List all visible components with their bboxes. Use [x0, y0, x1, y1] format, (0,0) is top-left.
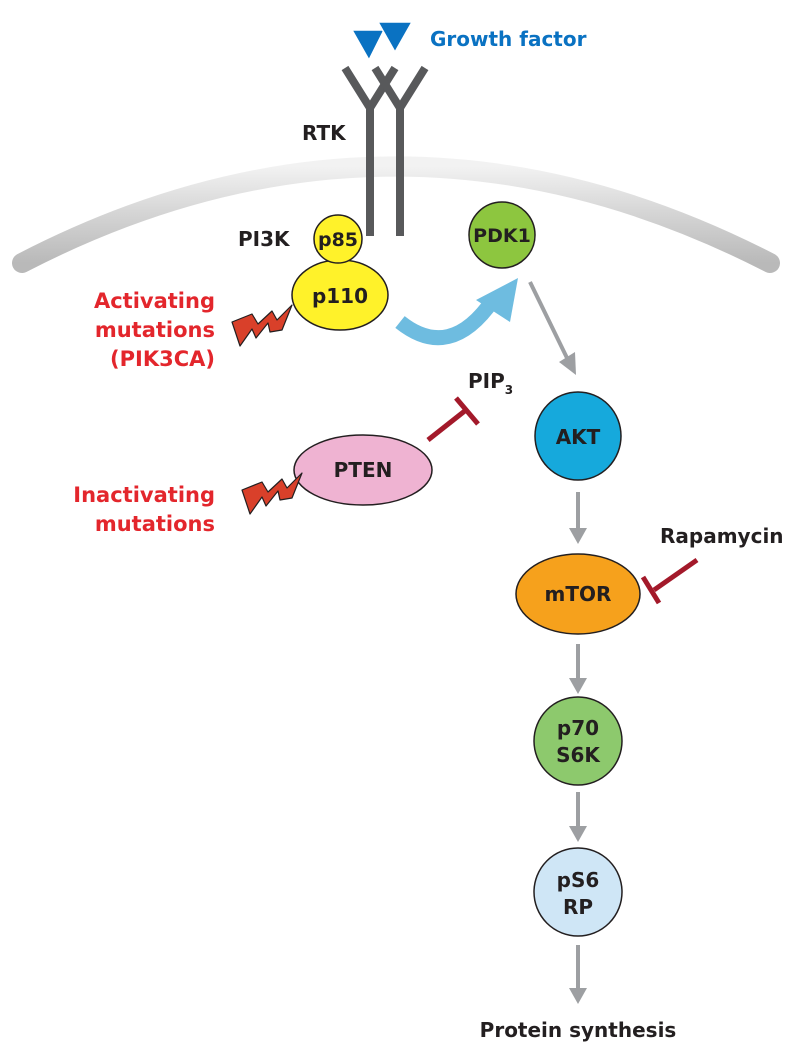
- curved-arrow-head: [476, 278, 518, 322]
- arrow-pdk1-to-akt: [528, 281, 570, 361]
- ps6-rp-label-line1: pS6: [557, 868, 600, 892]
- inhibit-rapamycin-to-mtor: [652, 557, 699, 593]
- arrow-ps6-to-protein-synthesis-head: [569, 988, 587, 1004]
- akt-node: [534, 391, 622, 481]
- p70-s6k-node: [533, 696, 623, 786]
- growth-factor-label: Growth factor: [430, 27, 587, 51]
- pi3k-label: PI3K: [238, 227, 291, 251]
- curved-arrow-p110-to-pdk1: [395, 295, 500, 346]
- lightning-bolt-icon: [241, 472, 303, 515]
- pdk1-label: PDK1: [473, 225, 531, 247]
- akt-label: AKT: [556, 425, 601, 449]
- pdk1-node: [468, 201, 536, 269]
- p85-label: p85: [318, 229, 358, 251]
- rtk-label: RTK: [302, 121, 347, 145]
- growth-factor-triangle-2: [376, 21, 414, 54]
- arrow-akt-to-mtor-head: [569, 528, 587, 544]
- lightning-bolt-icon: [231, 304, 293, 347]
- inhibit-pten-to-pip3-bar: [454, 396, 480, 426]
- growth-factor-triangle-1: [350, 29, 386, 62]
- inactivating-mutations-line1: Inactivating: [73, 483, 215, 507]
- p85-node: [313, 214, 363, 264]
- cell-membrane: [12, 156, 780, 273]
- arrow-mtor-to-p70-head: [569, 678, 587, 694]
- ps6-rp-label-line2: RP: [563, 895, 593, 919]
- mtor-node: [515, 553, 641, 635]
- rtk-receptor: [341, 65, 429, 236]
- protein-synthesis-label: Protein synthesis: [480, 1018, 677, 1042]
- activating-mutations-line3: (PIK3CA): [110, 347, 215, 371]
- inactivating-mutations-line2: mutations: [95, 512, 215, 536]
- mtor-label: mTOR: [545, 582, 612, 606]
- arrow-p70-to-ps6-head: [569, 826, 587, 842]
- inhibit-rapamycin-to-mtor-bar: [640, 575, 662, 605]
- pip3-label: PIP3: [468, 369, 513, 397]
- p110-label: p110: [312, 284, 368, 308]
- arrow-pdk1-to-akt-head: [559, 352, 576, 375]
- rapamycin-label: Rapamycin: [660, 524, 784, 548]
- activating-mutations-line1: Activating: [94, 289, 215, 313]
- pip3-subscript: 3: [505, 383, 513, 397]
- ps6-rp-node: [533, 847, 623, 937]
- activating-mutations-line2: mutations: [95, 318, 215, 342]
- pten-node: [293, 434, 433, 506]
- p70-s6k-label-line2: S6K: [556, 743, 601, 767]
- pten-label: PTEN: [334, 458, 393, 482]
- p70-s6k-label-line1: p70: [557, 716, 599, 740]
- inhibit-pten-to-pip3: [426, 408, 468, 442]
